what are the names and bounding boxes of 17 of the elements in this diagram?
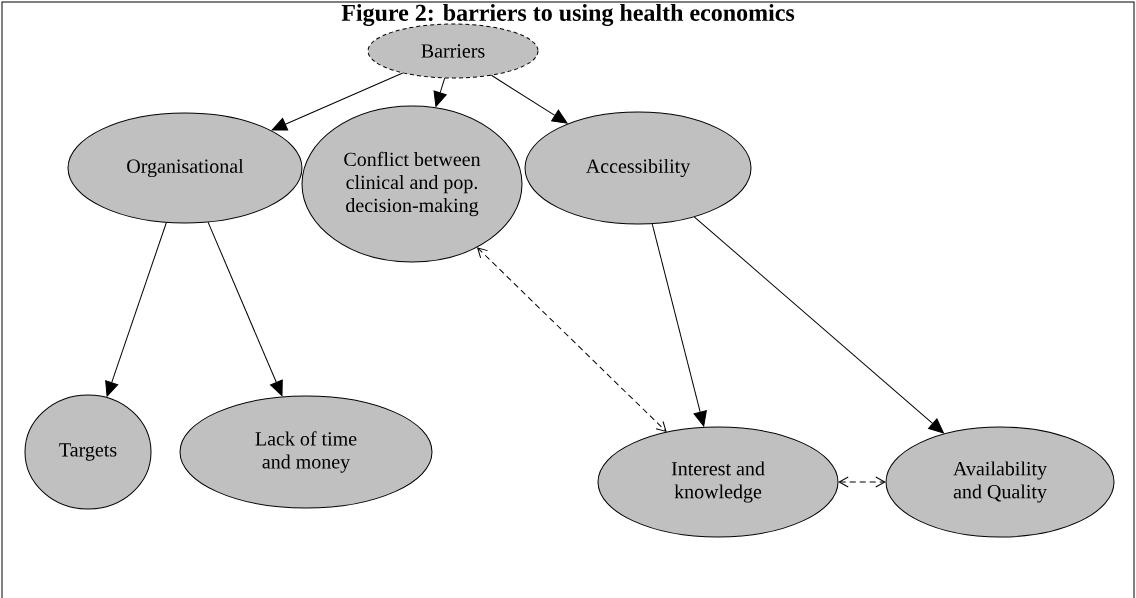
ellipse-node: Interest and knowledge [597,426,839,538]
arrow [490,74,568,124]
arrow [207,221,283,397]
figure-title: Figure 2: barriers to using health economics [341,4,795,26]
ellipse-node: Accessibility [524,111,752,225]
arrow [271,72,404,131]
arrow [651,223,707,427]
ellipse-node: Conflict between clinical and pop. decision-making [301,105,523,263]
ellipse-node: Organisational [67,112,303,224]
ellipse-node: Availability and Quality [885,426,1115,538]
arrow [693,216,944,434]
arrow [105,222,167,397]
ellipse-node: Targets [24,394,152,510]
arrow [477,247,667,432]
ellipse-node: Lack of time and money [179,395,433,509]
arrow [433,77,447,107]
arrow [838,476,886,488]
